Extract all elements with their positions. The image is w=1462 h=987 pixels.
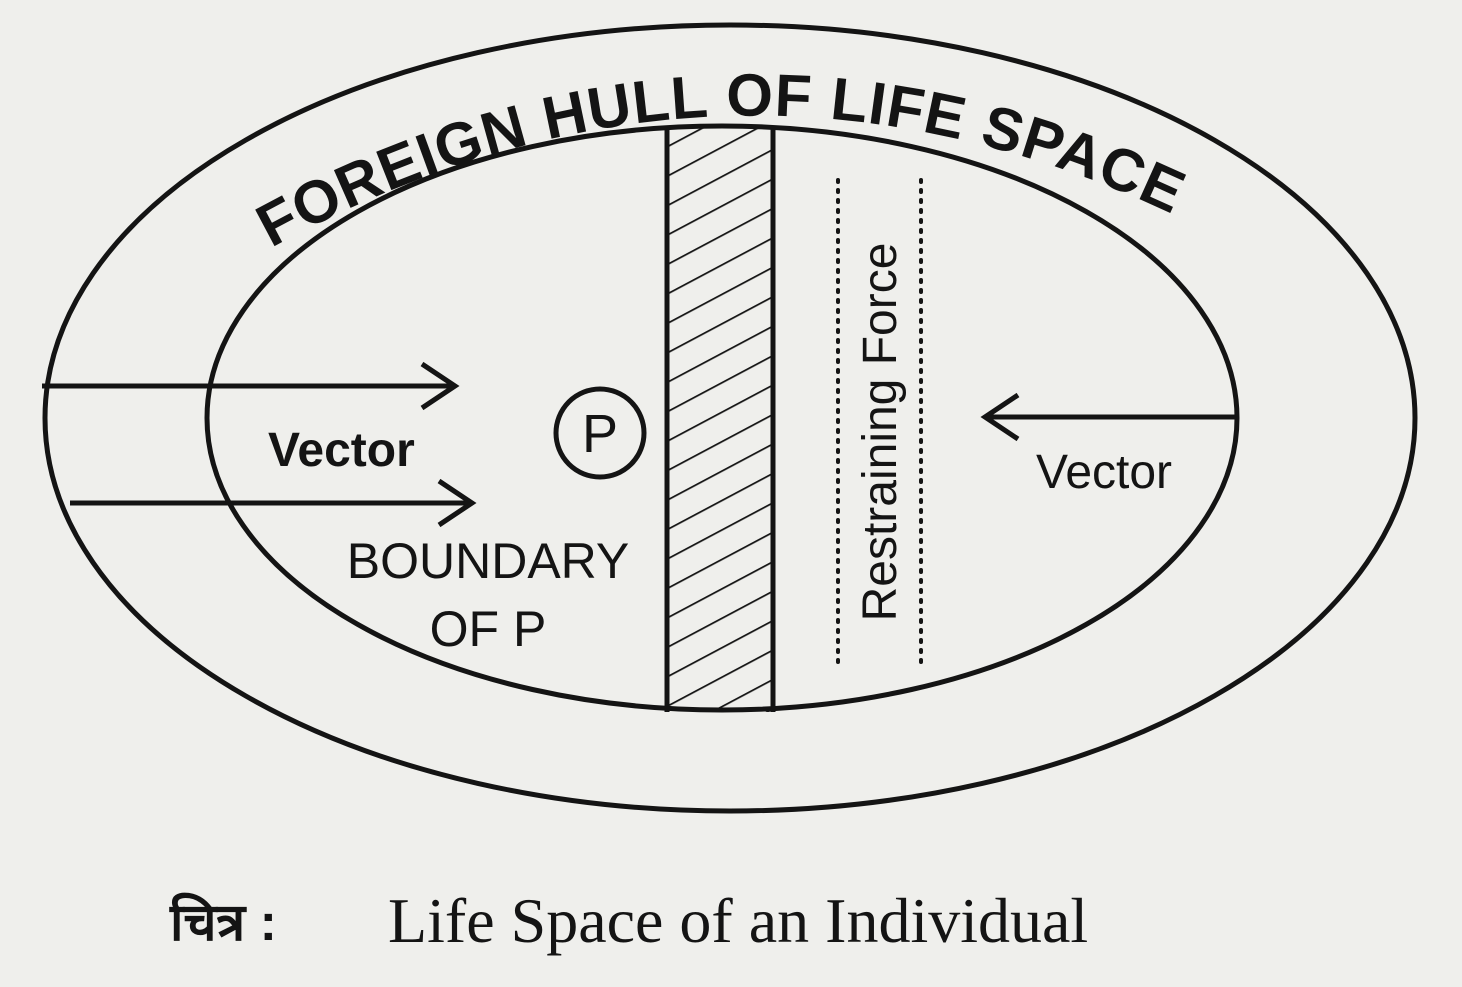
boundary-label-line1: BOUNDARY (347, 533, 629, 589)
foreign-hull-ellipse (42, 22, 1418, 814)
left-vector-arrow-bottom (70, 478, 477, 528)
right-vector-arrow (980, 392, 1236, 442)
left-vector-label: Vector (268, 424, 415, 477)
boundary-label-line2: OF P (430, 601, 547, 657)
person-label: P (582, 404, 618, 464)
left-vector-arrow-top (42, 361, 460, 411)
caption-text: Life Space of an Individual (388, 885, 1088, 956)
restraining-force-label: Restraining Force (854, 243, 907, 622)
person-circle (553, 386, 647, 480)
barrier-hatch (667, 128, 773, 712)
caption-prefix: चित्र : (169, 892, 277, 952)
right-vector-label: Vector (1036, 446, 1172, 499)
